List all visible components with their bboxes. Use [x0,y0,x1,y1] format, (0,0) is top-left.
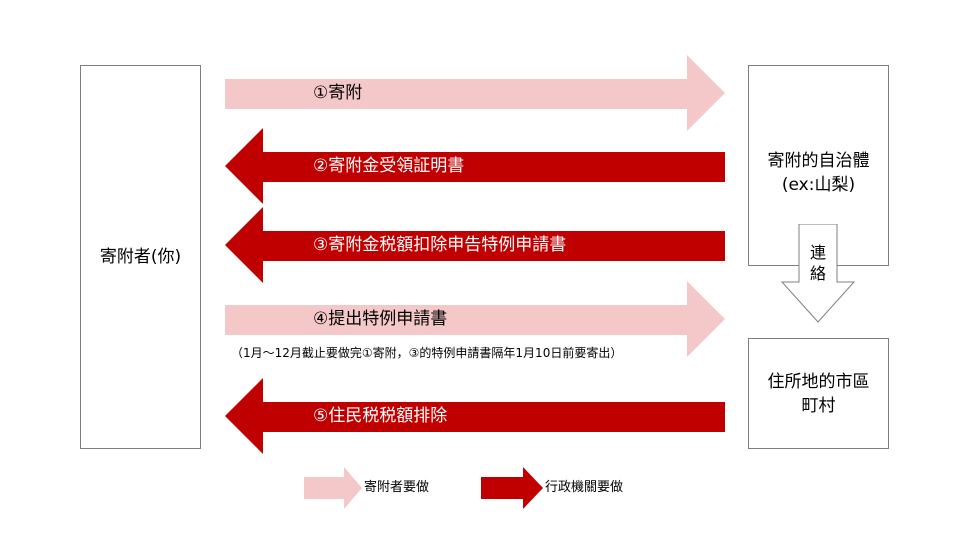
legend-admin-action: 行政機關要做 [481,467,651,509]
municipality-label: 寄附的自治體 (ex:山梨) [767,150,870,195]
arrow-step-1: ①寄附 [225,55,725,131]
donor-box: 寄附者(你) [80,65,201,449]
deadline-note: （1月～12月截止要做完①寄附，③的特例申請書隔年1月10日前要寄出） [231,346,623,360]
left-arrow-icon [225,128,725,204]
down-arrow-icon [781,224,855,323]
arrow-step-4: ④提出特例申請書 [225,281,725,357]
donor-label: 寄附者(你) [99,247,182,267]
residence-municipality-label: 住所地的市區 町村 [767,371,870,416]
right-arrow-icon [225,281,725,357]
legend-donor-action: 寄附者要做 [304,467,464,509]
left-arrow-icon [225,207,725,283]
legend-admin-label: 行政機關要做 [545,480,624,495]
arrow-step-5: ⑤住民税税額排除 [225,378,725,454]
arrow-step-2: ②寄附金受領証明書 [225,128,725,204]
legend-donor-label: 寄附者要做 [364,480,430,495]
arrow-step-2-label: ②寄附金受領証明書 [313,156,465,176]
arrow-step-4-label: ④提出特例申請書 [313,309,448,329]
arrow-step-3: ③寄附金税額扣除申告特例申請書 [225,207,725,283]
arrow-step-5-label: ⑤住民税税額排除 [313,406,448,426]
contact-label: 連 絡 [809,243,826,283]
left-arrow-icon [225,378,725,454]
arrow-step-3-label: ③寄附金税額扣除申告特例申請書 [313,235,567,255]
residence-municipality-box: 住所地的市區 町村 [748,338,889,449]
legend-light-arrow-icon [304,467,362,509]
contact-arrow: 連 絡 [781,224,855,323]
legend-dark-arrow-icon [481,467,543,509]
arrow-step-1-label: ①寄附 [313,83,363,103]
right-arrow-icon [225,55,725,131]
